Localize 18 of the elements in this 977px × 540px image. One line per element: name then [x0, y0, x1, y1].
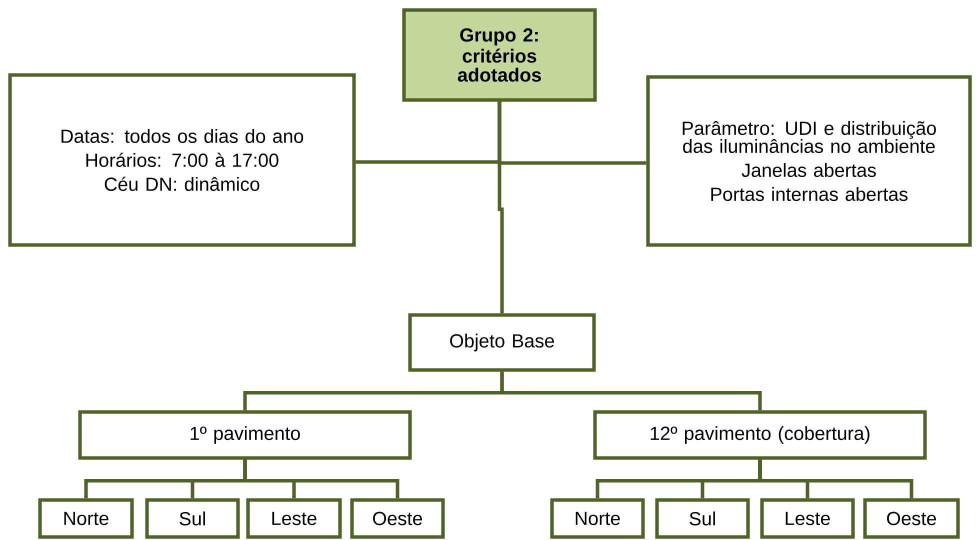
direction-box: Leste	[760, 498, 855, 539]
direction-box: Norte	[38, 498, 134, 539]
direction-box: Sul	[655, 498, 750, 539]
direction-box: Leste	[246, 498, 342, 539]
connector-line	[243, 460, 400, 498]
connector-line	[758, 460, 914, 498]
heading-box: Grupo 2: critérios adotados	[402, 8, 597, 102]
process-box: Objeto Base	[408, 313, 596, 372]
info-box: Datas: todos os dias do ano Horários: 7:00 à 17:00 Céu DN: dinâmico	[8, 73, 356, 247]
direction-box: Oeste	[350, 498, 445, 539]
process-box: 12º pavimento (cobertura)	[593, 410, 927, 460]
direction-box: Sul	[145, 498, 240, 539]
direction-box: Oeste	[863, 498, 960, 539]
process-box: 1º pavimento	[78, 410, 412, 460]
connector-line	[498, 102, 504, 314]
info-box: Parâmetro: UDI e distribuição das iluminâncias no ambiente Janelas abertas Portas internas abertas	[646, 75, 972, 247]
direction-box: Norte	[550, 498, 645, 539]
connector-line	[500, 372, 762, 410]
